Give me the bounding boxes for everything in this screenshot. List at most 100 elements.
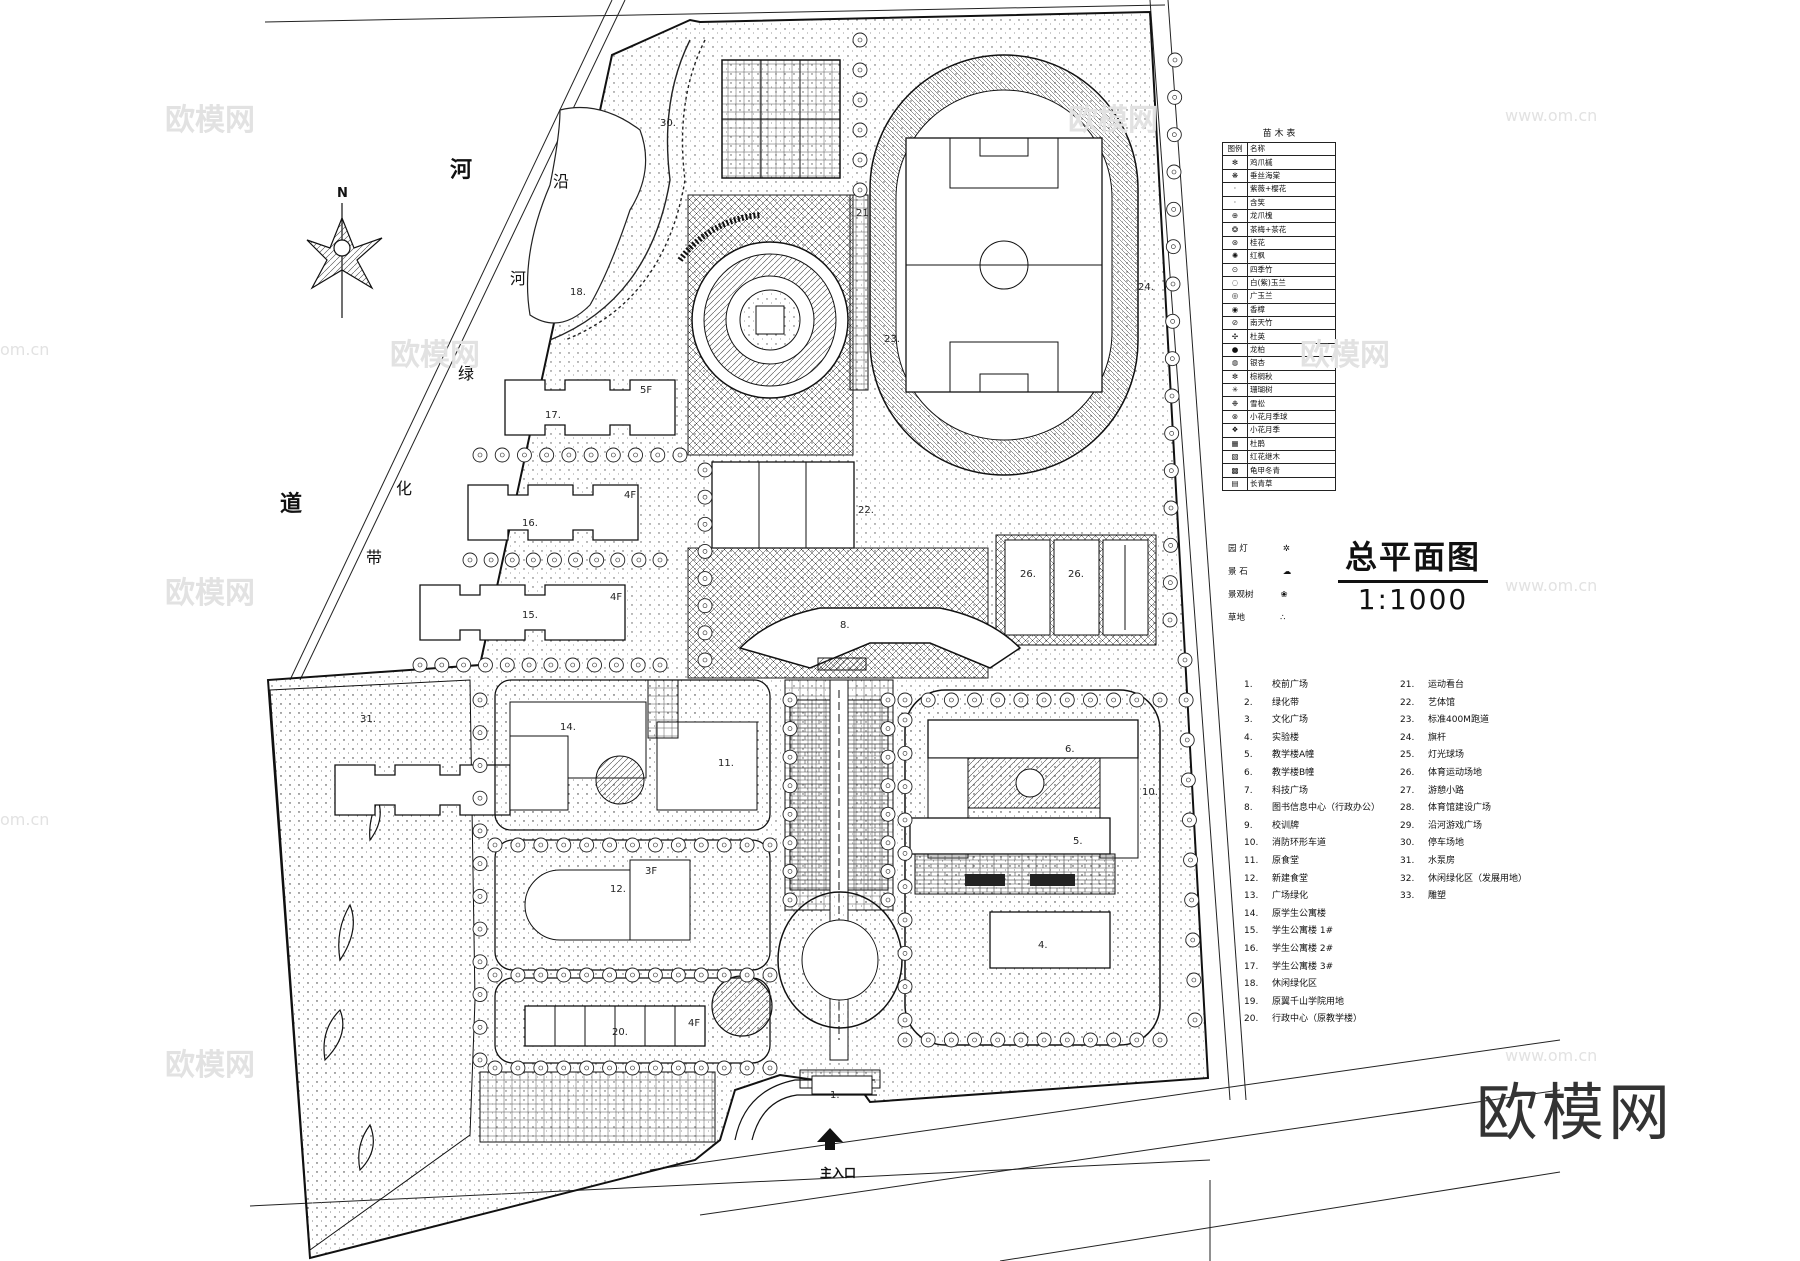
index-label: 停车场地 [1428,838,1465,849]
index-number: 18. [1244,979,1259,990]
tree-symbol [462,552,478,568]
tree-symbol [1152,1032,1168,1048]
plant-name: 四季竹 [1247,262,1336,277]
tree-symbol [1180,772,1196,788]
plant-row: ❖小花月季 [1222,423,1336,438]
index-label: 校前广场 [1272,680,1309,690]
tree-symbol [697,543,713,559]
tree-symbol [579,1060,595,1076]
tree-symbol [697,625,713,641]
plant-name: 龙爪槐 [1247,208,1336,224]
tree-symbol [533,1060,549,1076]
tree-symbol [565,657,581,673]
index-row: 25.灯光球场 [1400,747,1527,765]
tree-symbol [478,657,493,673]
plant-name: 红枫 [1247,249,1336,264]
strip-char-2: 河 [510,269,527,288]
tree-symbol [652,657,668,673]
tree-symbol [533,967,549,983]
tree-symbol [472,856,488,872]
plant-row: ✼棕榈秋 [1222,369,1336,385]
plan-num: 4. [1038,940,1048,951]
strip-char-1: 沿 [553,172,570,191]
plant-symbol-icon: ⊛ [1222,235,1248,251]
index-label: 行政中心（原教学楼） [1272,1014,1363,1025]
plant-name: 龟甲冬青 [1247,463,1336,478]
index-number: 16. [1244,943,1259,954]
plant-row: ◉香樟 [1222,302,1336,318]
plant-row: ▦杜鹃 [1222,436,1336,451]
plan-num: 1. [830,1090,840,1101]
plant-name: 紫薇+樱花 [1247,182,1336,197]
tree-symbol [897,812,913,828]
road-label: 道 [280,492,303,517]
tree-symbol [487,1060,503,1076]
index-row: 28.体育馆建设广场 [1400,800,1527,818]
index-number: 23. [1400,715,1415,726]
sports-field [849,54,1139,476]
plant-row: ❂茶梅+茶花 [1222,222,1336,237]
index-label: 学生公寓楼 3# [1272,961,1334,972]
tree-symbol [782,692,798,708]
legend-rock: 景 石 ☁ [1228,567,1292,577]
plant-row: ⊗小花月季球 [1222,409,1336,425]
tree-symbol [647,967,663,983]
index-number: 11. [1244,855,1259,866]
entrance-drive [734,1079,877,1141]
tree-symbol [1129,692,1145,708]
index-number: 13. [1244,891,1259,902]
index-row: 16. 学生公寓楼 2# [1244,941,1380,959]
tree-symbol [1059,692,1075,708]
index-label: 原食堂 [1272,855,1300,866]
watermark: 欧模网 [165,576,255,611]
plant-col-name: 名称 [1247,141,1336,157]
plant-symbol-icon: ▧ [1222,449,1248,465]
tree-symbol [510,1060,526,1076]
tree-symbol [697,571,713,587]
tree-symbol [897,712,913,728]
index-label: 运动看台 [1428,680,1465,690]
teaching-block [904,689,1161,1046]
index-row: 8.图书信息中心（行政办公） [1244,800,1380,818]
plant-symbol-icon: ◉ [1222,302,1248,318]
plant-symbol-icon: ▦ [1222,436,1248,451]
plant-symbol-icon: ◍ [1222,356,1248,371]
tree-symbol [546,552,562,568]
tree-symbol [589,552,605,568]
plant-name: 小花月季 [1247,423,1336,438]
index-row: 5.教学楼A幢 [1244,747,1380,765]
north-arrow [306,203,383,318]
title-main: 总平面图 [1338,532,1488,583]
index-label: 学生公寓楼 2# [1272,943,1334,954]
tree-symbol [1162,575,1178,591]
tree-symbol [456,657,472,673]
tree-symbol [880,721,896,737]
tree-symbol [920,1032,936,1048]
index-number: 31. [1400,855,1415,866]
tree-symbol [762,1060,778,1076]
plant-name: 白(紫)玉兰 [1247,275,1336,291]
tree-symbol [897,945,913,961]
plan-num: 11. [718,758,734,769]
tree-symbol [697,598,713,614]
tree-symbol [539,447,555,463]
index-number: 24. [1400,732,1415,743]
tree-symbol [880,778,896,794]
index-row: 31.水泵房 [1400,853,1527,871]
index-label: 文化广场 [1272,715,1309,726]
tree-symbol [943,1032,959,1048]
tree-symbol [472,823,488,839]
plan-num: 22. [858,505,874,516]
tree-symbol [967,692,982,708]
tree-symbol [697,462,713,478]
index-row: 6.教学楼B幢 [1244,765,1380,783]
index-row: 19.原翼千山学院用地 [1244,994,1380,1012]
index-number: 3. [1244,715,1253,726]
plant-row: ◌白(紫)玉兰 [1222,275,1336,291]
tree-symbol [1181,812,1197,828]
index-row: 11. 原食堂 [1244,853,1380,871]
tree-symbol [1059,1032,1075,1048]
